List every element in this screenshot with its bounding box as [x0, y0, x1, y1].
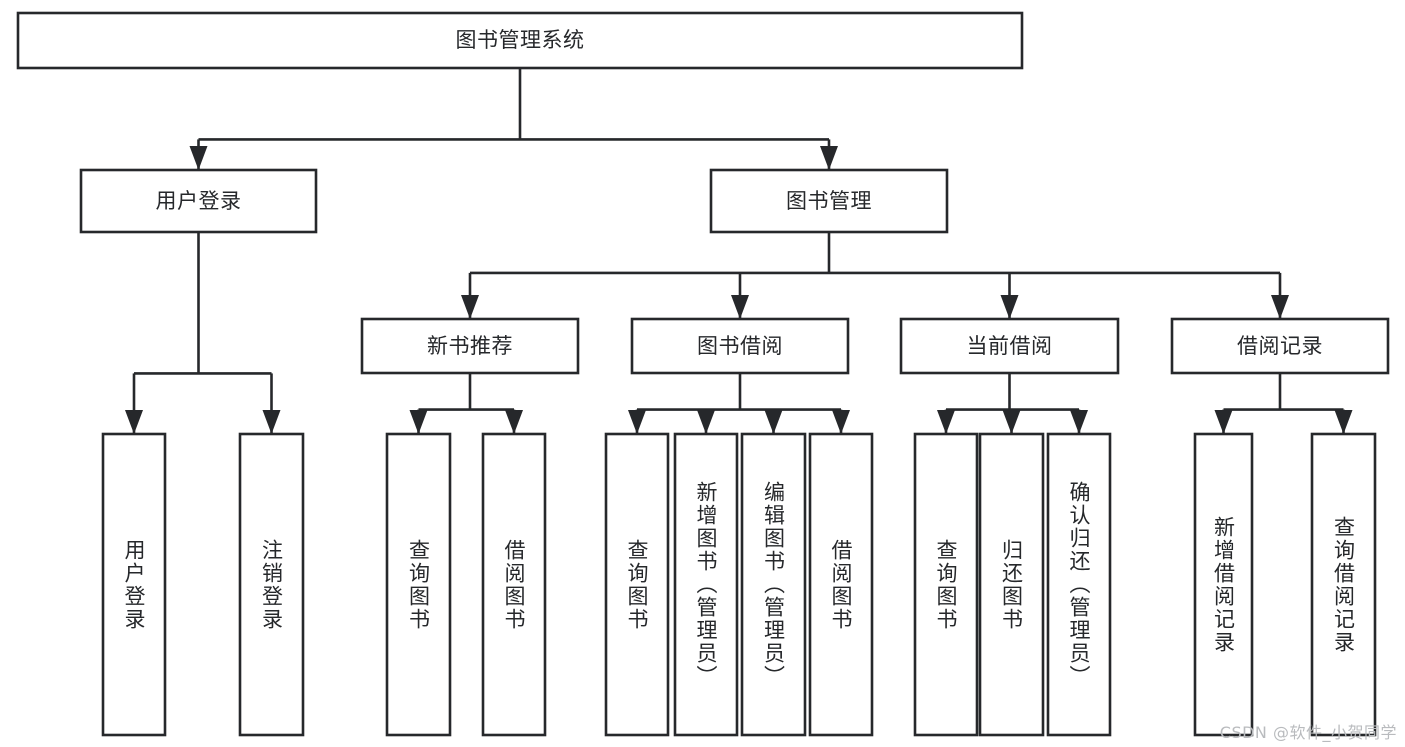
node-box-borrow-record[interactable]	[1170, 317, 1390, 375]
arrow-head-book-manage-2	[1000, 295, 1019, 319]
arrow-head-book-manage-0	[461, 295, 479, 319]
node-box-leaf-query-book-2[interactable]	[604, 432, 670, 737]
arrow-head-user-login-0	[125, 410, 143, 434]
node-box-leaf-query-book-3[interactable]	[913, 432, 979, 737]
node-box-leaf-add-book[interactable]	[673, 432, 739, 737]
node-box-leaf-logout[interactable]	[238, 432, 305, 737]
node-box-current-borrow[interactable]	[899, 317, 1120, 375]
node-box-leaf-add-record[interactable]	[1193, 432, 1254, 737]
arrow-head-current-borrow-2	[1070, 410, 1088, 434]
arrow-head-book-manage-3	[1271, 295, 1289, 319]
node-box-user-login[interactable]	[79, 168, 318, 234]
node-box-leaf-user-login[interactable]	[101, 432, 167, 737]
arrow-head-book-borrow-2	[764, 410, 783, 434]
arrow-head-borrow-record-0	[1214, 410, 1233, 434]
node-box-leaf-return-book[interactable]	[978, 432, 1045, 737]
arrow-head-current-borrow-1	[1002, 410, 1021, 434]
arrow-head-current-borrow-0	[937, 410, 955, 434]
watermark-text: CSDN @软件_小贺同学	[1219, 723, 1397, 742]
node-box-leaf-edit-book[interactable]	[740, 432, 807, 737]
arrow-head-book-borrow-3	[832, 410, 850, 434]
arrow-head-new-book-recommend-1	[505, 410, 523, 434]
arrow-head-book-manage-1	[731, 295, 749, 319]
arrow-head-book-borrow-0	[628, 410, 646, 434]
node-box-leaf-borrow-book-2[interactable]	[808, 432, 874, 737]
node-box-new-book-recommend[interactable]	[360, 317, 580, 375]
connector-lines	[125, 68, 1353, 434]
node-box-leaf-confirm-return[interactable]	[1046, 432, 1112, 737]
node-box-leaf-query-book-1[interactable]	[385, 432, 452, 737]
arrow-head-root-1	[820, 146, 838, 170]
arrow-head-user-login-1	[262, 410, 281, 434]
arrow-head-root-0	[189, 146, 208, 170]
arrow-head-borrow-record-1	[1334, 410, 1353, 434]
node-box-leaf-query-record[interactable]	[1310, 432, 1377, 737]
node-box-root[interactable]	[16, 11, 1024, 70]
arrow-head-book-borrow-1	[697, 410, 715, 434]
arrow-head-new-book-recommend-0	[409, 410, 428, 434]
node-box-leaf-borrow-book-1[interactable]	[481, 432, 547, 737]
node-box-book-manage[interactable]	[709, 168, 949, 234]
node-box-book-borrow[interactable]	[630, 317, 850, 375]
node-boxes	[16, 11, 1390, 737]
